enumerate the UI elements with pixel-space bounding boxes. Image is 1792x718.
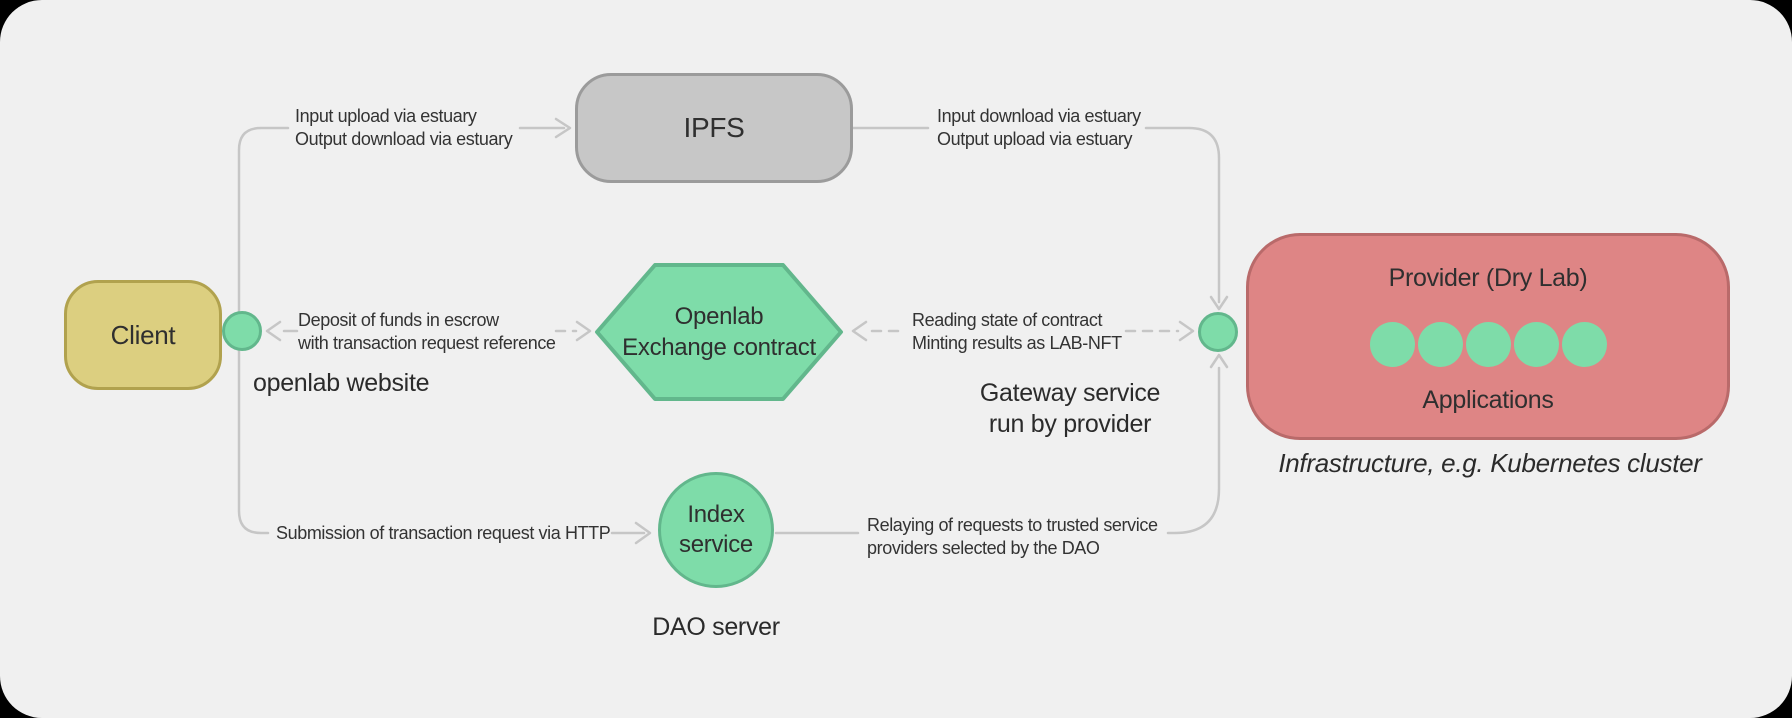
- edge-label-ipfs-gateway: Input download via estuary Output upload…: [937, 105, 1141, 151]
- index-service-node: Index service: [658, 472, 774, 588]
- edge-label-line: Submission of transaction request via HT…: [276, 523, 611, 543]
- edge-label-client-index: Submission of transaction request via HT…: [276, 522, 611, 545]
- provider-title: Provider (Dry Lab): [1388, 264, 1588, 292]
- edge-label-line: Output upload via estuary: [937, 129, 1133, 149]
- client-label: Client: [110, 319, 176, 350]
- index-label-line1: Index: [687, 501, 745, 528]
- index-service-label: Index service: [679, 500, 753, 560]
- arrowhead-into-ipfs-icon: [554, 117, 572, 139]
- edge-label-line: with transaction request reference: [298, 333, 556, 353]
- edge-label-client-contract: Deposit of funds in escrow with transact…: [298, 309, 556, 355]
- gateway-service-caption: Gateway service run by provider: [940, 378, 1200, 440]
- arrowhead-into-gateway-bottom-icon: [1209, 353, 1229, 369]
- edge-label-line: Deposit of funds in escrow: [298, 310, 499, 330]
- exchange-contract-node: Openlab Exchange contract: [593, 261, 845, 403]
- app-instance-dot: [1465, 322, 1511, 367]
- contract-label-line1: Openlab: [674, 303, 764, 330]
- edge-label-line: Reading state of contract: [912, 310, 1103, 330]
- edge-ipfs-gateway-line-b: [1144, 126, 1221, 304]
- provider-node: Provider (Dry Lab) Applications: [1246, 233, 1730, 440]
- dao-server-caption: DAO server: [652, 613, 780, 641]
- edge-label-line: Output download via estuary: [295, 129, 513, 149]
- exchange-contract-label: Openlab Exchange contract: [622, 301, 816, 363]
- arrowhead-into-contract-right-icon: [851, 320, 868, 342]
- arrowhead-into-contract-left-icon: [575, 320, 592, 342]
- gateway-caption-line2: run by provider: [988, 410, 1152, 438]
- edge-index-gateway-line-b: [1166, 366, 1221, 535]
- edge-label-line: Input upload via estuary: [295, 106, 477, 126]
- ipfs-label: IPFS: [683, 112, 745, 143]
- gateway-caption-line1: Gateway service: [979, 379, 1161, 407]
- contract-label-line2: Exchange contract: [622, 334, 816, 361]
- openlab-website-caption: openlab website: [253, 369, 430, 397]
- edge-label-line: Relaying of requests to trusted service: [867, 515, 1158, 535]
- index-label-line2: service: [679, 531, 753, 558]
- hexagon-shape: [595, 263, 843, 401]
- openlab-website-node: [222, 311, 262, 351]
- app-instance-dot: [1369, 322, 1415, 367]
- applications-label: Applications: [1422, 386, 1554, 414]
- gateway-node: [1198, 312, 1238, 352]
- arrowhead-into-website-icon: [265, 320, 282, 342]
- arrowhead-into-index-icon: [634, 521, 652, 545]
- edge-label-contract-gateway: Reading state of contract Minting result…: [912, 309, 1122, 355]
- arrowhead-into-gateway-top-icon: [1209, 295, 1229, 311]
- ipfs-node: IPFS: [575, 73, 853, 183]
- edge-label-index-gateway: Relaying of requests to trusted service …: [867, 514, 1158, 560]
- edge-label-client-ipfs: Input upload via estuary Output download…: [295, 105, 513, 151]
- client-node: Client: [64, 280, 222, 390]
- infrastructure-caption: Infrastructure, e.g. Kubernetes cluster: [1278, 448, 1702, 478]
- edge-label-line: Minting results as LAB-NFT: [912, 333, 1122, 353]
- app-instances: [1249, 322, 1727, 367]
- app-instance-dot: [1561, 322, 1607, 367]
- edge-label-line: providers selected by the DAO: [867, 538, 1100, 558]
- app-instance-dot: [1417, 322, 1463, 367]
- arrowhead-into-gateway-left-icon: [1178, 320, 1195, 342]
- app-instance-dot: [1513, 322, 1559, 367]
- edge-label-line: Input download via estuary: [937, 106, 1141, 126]
